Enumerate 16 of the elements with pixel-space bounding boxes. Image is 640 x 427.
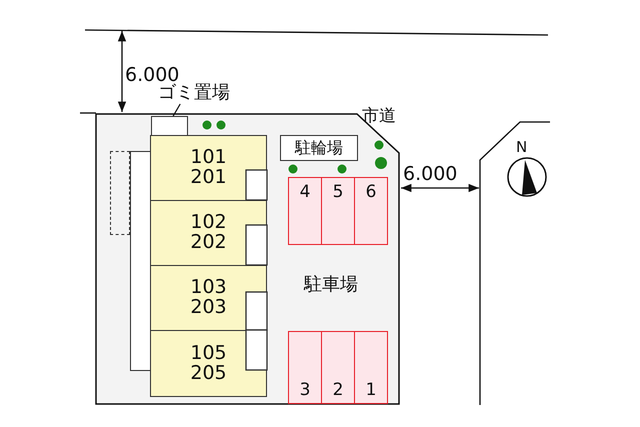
bicycle-parking-sign: 駐輪場: [280, 135, 358, 161]
parking-space: 2: [321, 331, 355, 404]
parking-space: 5: [321, 177, 355, 245]
apartment-unit: 101 201: [150, 135, 267, 201]
parking-space: 1: [354, 331, 388, 404]
corridor: [130, 151, 151, 371]
area-label: 駐車場: [304, 276, 358, 294]
dimension-label: 6.000: [403, 165, 458, 184]
dashed-outline: [110, 151, 130, 235]
garbage-shed: [151, 116, 188, 136]
leader-line: [172, 104, 181, 116]
road-label: 市道: [362, 108, 396, 125]
north-label: N: [516, 140, 528, 155]
parking-space: 6: [354, 177, 388, 245]
parking-space: 3: [288, 331, 322, 404]
parking-space: 4: [288, 177, 322, 245]
